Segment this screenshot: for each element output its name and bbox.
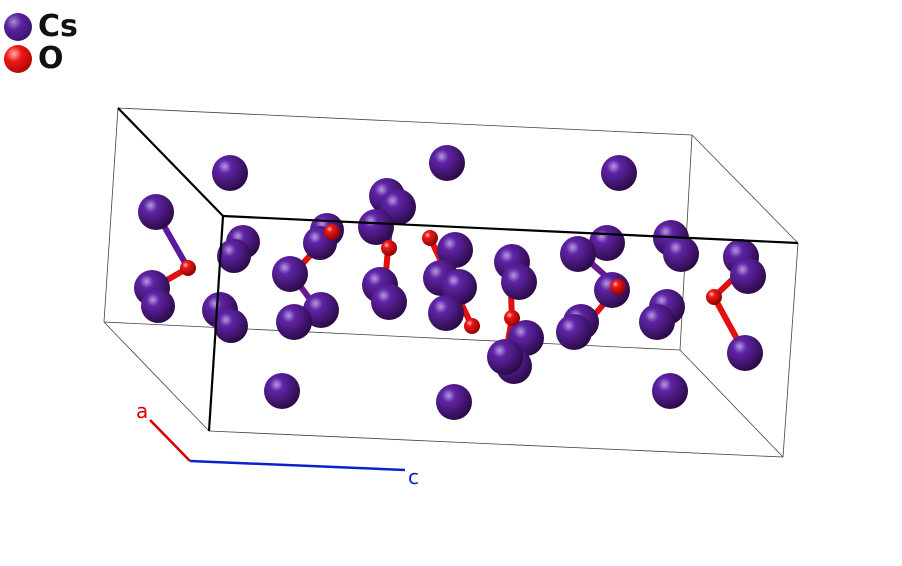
- cs-atom: [428, 295, 464, 331]
- cs-atom: [436, 384, 472, 420]
- cs-atom: [217, 239, 251, 273]
- cs-atom: [138, 194, 174, 230]
- cs-atom: [214, 309, 248, 343]
- unit-cell-front-edges: [117, 107, 799, 432]
- c-axis-label: c: [408, 465, 419, 489]
- cs-atom: [272, 256, 308, 292]
- legend: Cs O: [4, 12, 78, 76]
- legend-item-cs: Cs: [4, 12, 78, 42]
- cs-atom: [264, 373, 300, 409]
- cs-atom: [556, 314, 592, 350]
- cs-atom-icon: [4, 13, 32, 41]
- a-axis-label: a: [136, 399, 148, 423]
- cs-atom: [429, 145, 465, 181]
- a-axis-line: [149, 419, 191, 462]
- o-atom: [464, 318, 480, 334]
- cs-atom: [501, 264, 537, 300]
- o-atom: [324, 224, 340, 240]
- axes-indicator: a c: [136, 399, 419, 489]
- atoms: [134, 145, 766, 420]
- cs-atom: [276, 304, 312, 340]
- legend-label-cs: Cs: [38, 9, 78, 44]
- o-atom: [504, 310, 520, 326]
- o-atom: [180, 260, 196, 276]
- o-atom-icon: [4, 45, 32, 73]
- o-atom: [610, 279, 626, 295]
- cs-atom: [663, 236, 699, 272]
- cs-atom: [212, 155, 248, 191]
- cs-atom: [358, 209, 394, 245]
- cs-atom: [437, 232, 473, 268]
- cs-atom: [560, 236, 596, 272]
- cs-atom: [303, 292, 339, 328]
- cs-atom: [601, 155, 637, 191]
- o-atom: [381, 240, 397, 256]
- cs-atom: [639, 304, 675, 340]
- legend-label-o: O: [38, 41, 64, 76]
- cs-atom: [371, 284, 407, 320]
- cs-atom: [487, 339, 523, 375]
- o-atom: [706, 289, 722, 305]
- cs-atom: [141, 289, 175, 323]
- cs-atom: [730, 258, 766, 294]
- c-axis-line: [189, 459, 406, 472]
- legend-item-o: O: [4, 44, 78, 74]
- o-atom: [422, 230, 438, 246]
- cs-atom: [652, 373, 688, 409]
- cs-atom: [727, 335, 763, 371]
